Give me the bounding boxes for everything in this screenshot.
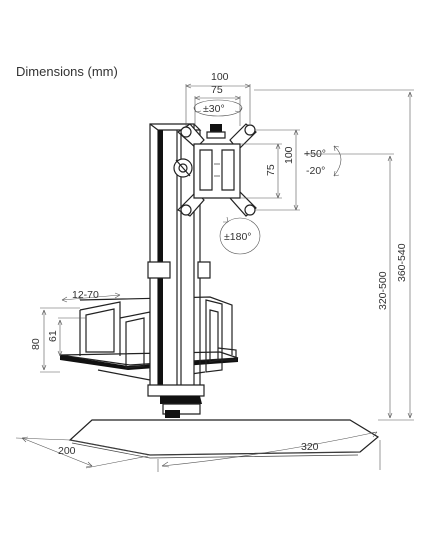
vesa-width-inner-dimension: 75 <box>194 84 241 126</box>
swivel-indicator: ±30° <box>193 99 243 117</box>
mount-height-label: 320-500 <box>377 271 389 310</box>
vesa-width-outer-label: 100 <box>211 71 229 83</box>
tilt-indicator: +50° -20° <box>304 145 342 177</box>
diagram-title: Dimensions (mm) <box>16 64 118 79</box>
vesa-width-inner-label: 75 <box>211 84 223 96</box>
rotation-label: ±180° <box>224 231 251 243</box>
base-depth-label: 200 <box>58 445 76 457</box>
cpu-width-label: 12-70 <box>72 289 99 301</box>
swivel-label: ±30° <box>203 103 225 115</box>
base-width-dimension: 320 <box>157 431 381 472</box>
column <box>147 123 211 418</box>
tilt-down-label: -20° <box>306 165 325 177</box>
mount-height-dimension: 320-500 <box>304 153 394 419</box>
cpu-height-dimensions: 80 61 <box>30 307 86 373</box>
vesa-height-inner-dimension: 75 <box>240 143 282 199</box>
rotation-indicator: ±180° <box>219 216 261 255</box>
cpu-holder <box>59 296 239 381</box>
vesa-plate <box>173 123 257 217</box>
cpu-height-outer-label: 80 <box>30 338 42 350</box>
vesa-height-outer-dimension: 100 <box>255 129 300 211</box>
base-depth-dimension: 200 <box>15 436 149 469</box>
total-height-dimension: 360-540 <box>254 89 414 421</box>
vesa-height-outer-label: 100 <box>283 146 295 164</box>
cpu-height-inner-label: 61 <box>47 330 59 342</box>
cpu-width-dimension: 12-70 <box>61 289 121 303</box>
base-width-label: 320 <box>301 441 319 453</box>
total-height-label: 360-540 <box>396 243 408 282</box>
vesa-width-outer-dimension: 100 <box>185 71 251 126</box>
base-plate <box>68 419 380 459</box>
vesa-height-inner-label: 75 <box>265 164 277 176</box>
